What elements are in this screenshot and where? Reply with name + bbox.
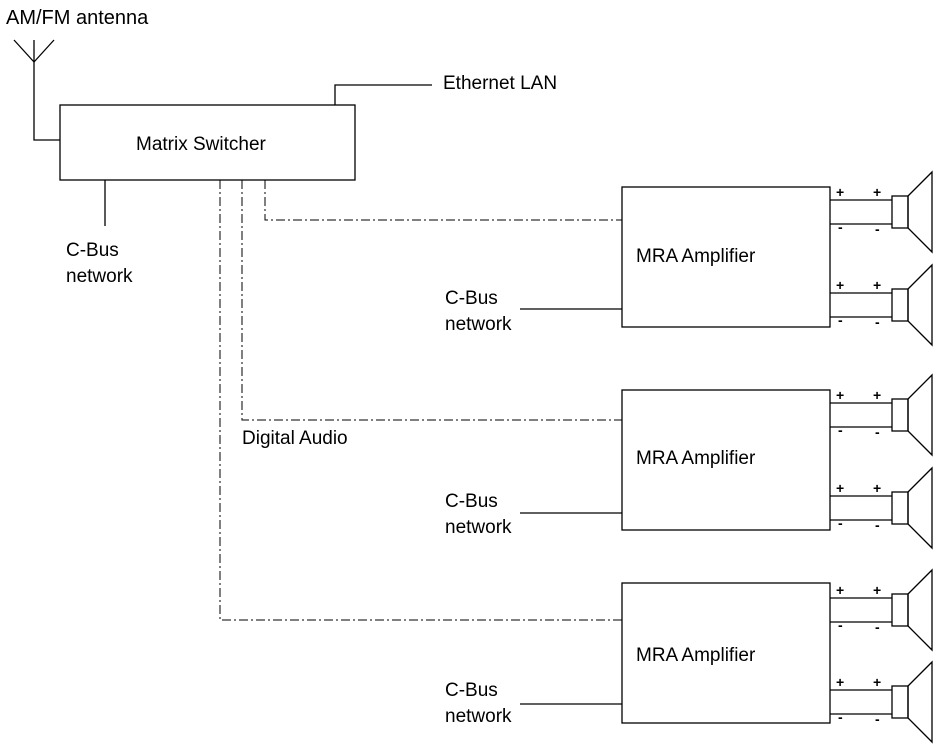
terminal-minus: - [875,711,880,727]
speaker-output-5 [830,568,933,652]
terminal-plus: + [836,582,845,598]
terminal-plus: + [873,387,882,403]
antenna-icon [13,39,60,141]
switcher-cbus-label-line2: network [66,266,133,287]
terminal-minus: - [838,422,843,438]
amplifier-label-1: MRA Amplifier [636,246,756,267]
amp-cbus-label-1-line1: C-Bus [445,288,498,309]
terminal-plus: + [873,184,882,200]
speaker-output-3 [830,373,933,457]
terminal-plus: + [873,582,882,598]
speaker-output-2 [830,263,933,347]
terminal-plus: + [836,480,845,496]
speaker-output-4 [830,466,933,550]
speaker-icon [891,288,909,322]
terminal-minus: - [875,517,880,533]
speakers-group [830,170,933,744]
amp-cbus-label-2-line1: C-Bus [445,491,498,512]
speaker-output-6 [830,660,933,744]
terminal-plus: + [836,184,845,200]
terminal-plus: + [873,277,882,293]
terminal-minus: - [838,312,843,328]
amplifier-box-1 [621,186,831,328]
terminal-minus: - [875,619,880,635]
terminal-plus: + [836,674,845,690]
terminal-plus: + [836,387,845,403]
switcher-cbus-label-line1: C-Bus [66,240,119,261]
speaker-icon [891,685,909,719]
digital-audio-label: Digital Audio [242,428,348,449]
amplifier-box-3 [621,582,831,724]
speaker-icon [891,398,909,432]
speaker-output-1 [830,170,933,254]
terminal-plus: + [836,277,845,293]
amp-cbus-label-1-line2: network [445,314,512,335]
speaker-icon [891,195,909,229]
terminal-minus: - [838,515,843,531]
amplifier-label-2: MRA Amplifier [636,448,756,469]
terminal-plus: + [873,480,882,496]
terminal-minus: - [838,219,843,235]
matrix-switcher-label: Matrix Switcher [136,134,266,155]
amp-cbus-label-2-line2: network [445,517,512,538]
amp-cbus-label-3-line2: network [445,706,512,727]
amp-cbus-label-3-line1: C-Bus [445,680,498,701]
terminal-plus: + [873,674,882,690]
speaker-icon [891,491,909,525]
terminal-minus: - [875,314,880,330]
amplifier-label-3: MRA Amplifier [636,645,756,666]
amplifier-box-2 [621,389,831,531]
ethernet-line [334,84,432,105]
terminal-minus: - [875,424,880,440]
speaker-icon [891,593,909,627]
terminal-minus: - [838,709,843,725]
antenna-label: AM/FM antenna [6,7,149,29]
terminal-minus: - [875,221,880,237]
terminal-minus: - [838,617,843,633]
ethernet-label: Ethernet LAN [443,73,558,94]
matrix-switcher-box [59,104,356,181]
digital-audio-lines [219,180,622,621]
